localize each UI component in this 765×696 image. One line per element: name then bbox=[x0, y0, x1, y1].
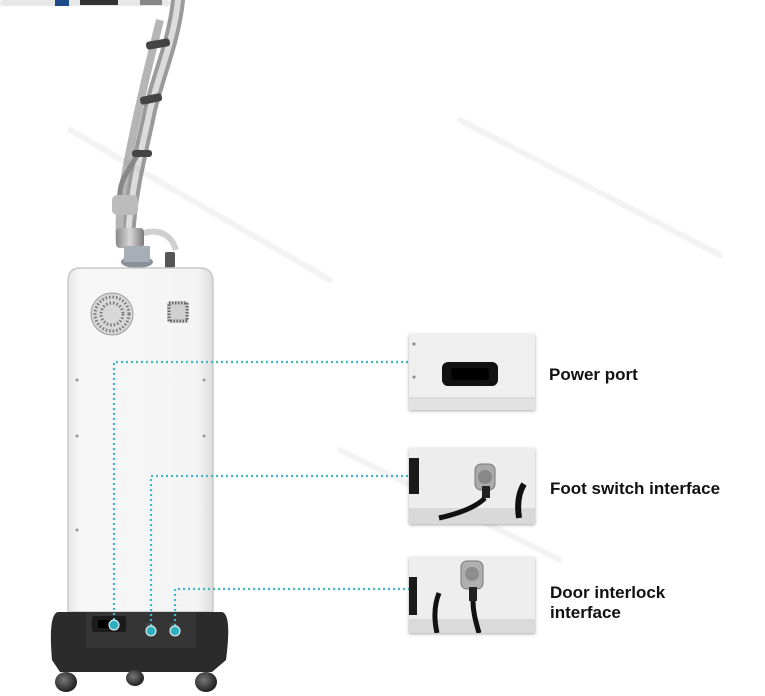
door-interlock-leader bbox=[173, 587, 410, 631]
machine-cabinet bbox=[67, 267, 214, 649]
machine-base bbox=[50, 612, 229, 692]
power-port-leader bbox=[112, 360, 410, 625]
callout-label-door-interlock: Door interlock interface bbox=[550, 583, 666, 622]
callout-label-power-port: Power port bbox=[549, 365, 638, 384]
callout-leader-lines bbox=[112, 360, 410, 631]
power-port-closeup bbox=[409, 334, 535, 410]
foot-switch-leader bbox=[149, 474, 410, 631]
door-interlock-closeup bbox=[409, 557, 535, 633]
header-badge-fragment bbox=[0, 0, 170, 6]
connector-markers bbox=[108, 619, 181, 637]
foot-switch-closeup bbox=[409, 448, 535, 524]
callout-label-foot-switch: Foot switch interface bbox=[550, 479, 721, 498]
articulated-arm bbox=[112, 0, 185, 268]
